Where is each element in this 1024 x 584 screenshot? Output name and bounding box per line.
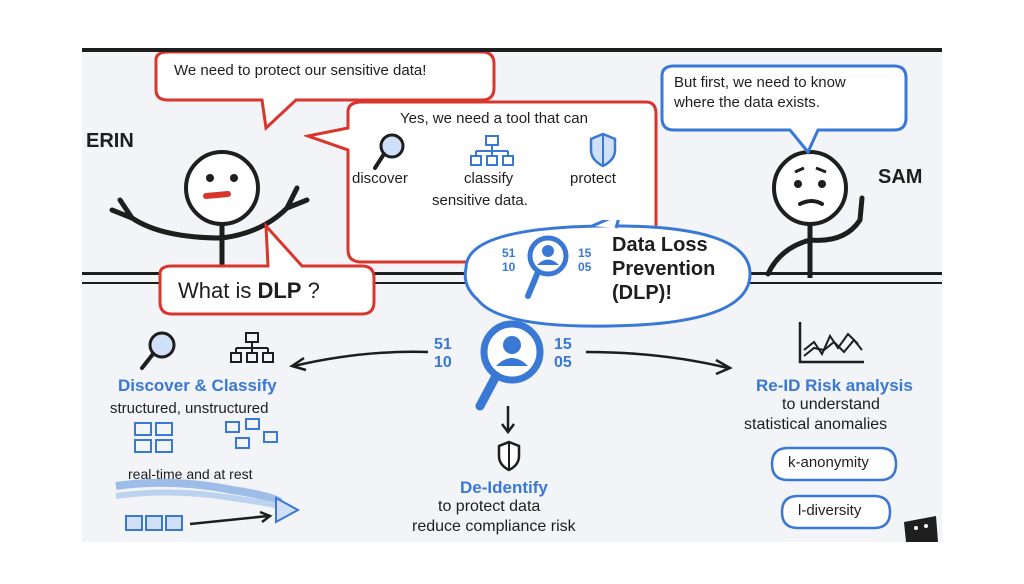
- l-diversity-label: l-diversity: [798, 502, 862, 519]
- question-prefix: What is: [178, 278, 258, 303]
- dlp-line1: Data Loss: [612, 234, 708, 256]
- discover-sub: structured, unstructured: [110, 400, 269, 417]
- dlp-line2: Prevention: [612, 258, 716, 280]
- tool-intro: Yes, we need a tool that can: [400, 110, 588, 127]
- sam-figure: [765, 150, 865, 278]
- shield-icon: [589, 132, 617, 168]
- risk-chart-icon: [798, 322, 864, 364]
- dlp-bin-left-top: 51: [502, 246, 516, 260]
- dlp-bin-left-bottom: 10: [502, 260, 516, 274]
- erin-top-bubble: [154, 52, 496, 132]
- dlp-line3: (DLP)!: [612, 282, 672, 304]
- data-stream-funnel-icon: [115, 478, 301, 531]
- k-anonymity-label: k-anonymity: [788, 454, 869, 471]
- tool-sensitive: sensitive data.: [432, 192, 528, 209]
- comic-panel: ERIN SAM We need to protect our sensitiv…: [82, 48, 942, 542]
- person-search-icon: [525, 235, 569, 299]
- discover-title: Discover & Classify: [118, 376, 277, 395]
- flow-arrows: [289, 350, 733, 435]
- tool-discover: discover: [352, 170, 408, 187]
- hub-bin-right-bottom: 05: [554, 354, 572, 371]
- tool-protect: protect: [570, 170, 616, 187]
- hierarchy-icon: [470, 135, 514, 166]
- magnifier-icon: [373, 133, 405, 170]
- discover-mode: real-time and at rest: [128, 466, 253, 482]
- erin-figure: [109, 150, 310, 278]
- sam-top-line1: But first, we need to know: [674, 74, 846, 91]
- tool-classify: classify: [464, 170, 514, 187]
- deidentify-title: De-Identify: [460, 478, 548, 497]
- sam-top-line2: where the data exists.: [674, 94, 820, 111]
- hub-bin-left-top: 51: [434, 336, 452, 353]
- speaker-sam: SAM: [878, 166, 923, 188]
- speaker-erin: ERIN: [86, 130, 134, 152]
- hub-person-search-icon: [475, 320, 544, 411]
- k-anonymity-pill: [770, 446, 898, 482]
- reid-line1: to understand: [782, 396, 880, 413]
- structured-grid-icon: [134, 422, 173, 453]
- dlp-bin-right-bottom: 05: [578, 260, 592, 274]
- deidentify-line2: reduce compliance risk: [412, 518, 576, 535]
- sam-top-bubble: [660, 64, 908, 155]
- dlp-bin-right-top: 15: [578, 246, 592, 260]
- reid-title: Re-ID Risk analysis: [756, 376, 913, 395]
- discover-hierarchy-icon: [230, 332, 274, 363]
- question-suffix: ?: [301, 278, 320, 303]
- question-bubble: [158, 221, 376, 316]
- reid-line2: statistical anomalies: [744, 416, 888, 433]
- question-bold: DLP: [257, 278, 302, 303]
- corner-badge-icon: [904, 516, 938, 542]
- deidentify-shield-icon: [497, 440, 521, 472]
- erin-top-text: We need to protect our sensitive data!: [174, 62, 427, 79]
- top-border: [82, 48, 942, 52]
- hub-bin-right-top: 15: [554, 336, 572, 353]
- unstructured-grid-icon: [225, 418, 278, 449]
- question-text: What is DLP ?: [178, 278, 320, 304]
- deidentify-line1: to protect data: [438, 498, 541, 515]
- l-diversity-pill: [780, 494, 892, 530]
- discover-magnifier-icon: [140, 331, 176, 370]
- hub-bin-left-bottom: 10: [434, 354, 452, 371]
